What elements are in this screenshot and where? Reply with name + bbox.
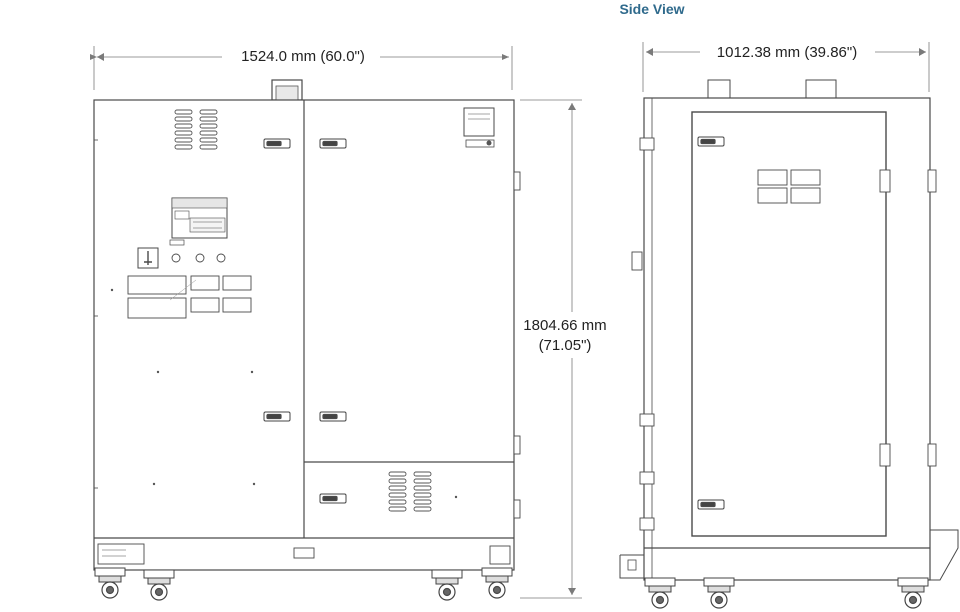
- control-panel: [169, 197, 228, 246]
- rating-plate: [463, 107, 495, 137]
- side-door-panel: [691, 111, 887, 537]
- caster-front-3: [431, 569, 463, 601]
- latch-bottom-drawer: [319, 493, 347, 504]
- height-in-label: (71.05"): [539, 337, 592, 354]
- height-dimension: [520, 99, 582, 599]
- side-top-box: [805, 79, 837, 99]
- side-depth-dimension: [642, 42, 930, 92]
- latch-lower-right: [319, 411, 347, 422]
- caster-front-4: [481, 567, 513, 599]
- side-caster-3: [897, 577, 929, 609]
- latch-upper-right: [319, 138, 347, 149]
- side-view: [619, 42, 959, 609]
- latch-lower-left: [263, 411, 291, 422]
- front-width-dimension: [90, 46, 513, 90]
- side-caster-1: [644, 577, 676, 609]
- caster-front-1: [94, 567, 126, 599]
- caster-front-2: [143, 569, 175, 601]
- side-caster-2: [703, 577, 735, 609]
- height-mm-label: 1804.66 mm: [523, 317, 606, 334]
- side-latch-lower: [697, 499, 725, 510]
- side-depth-label: 1012.38 mm (39.86"): [717, 44, 857, 61]
- side-label-blocks: [757, 169, 821, 204]
- latch-upper-left: [263, 138, 291, 149]
- side-view-title: Side View: [619, 1, 684, 17]
- side-latch-upper: [697, 136, 725, 147]
- front-label-blocks: [127, 275, 252, 319]
- front-view: [90, 46, 582, 601]
- side-breather-cap: [707, 79, 731, 99]
- front-width-label: 1524.0 mm (60.0"): [241, 48, 365, 65]
